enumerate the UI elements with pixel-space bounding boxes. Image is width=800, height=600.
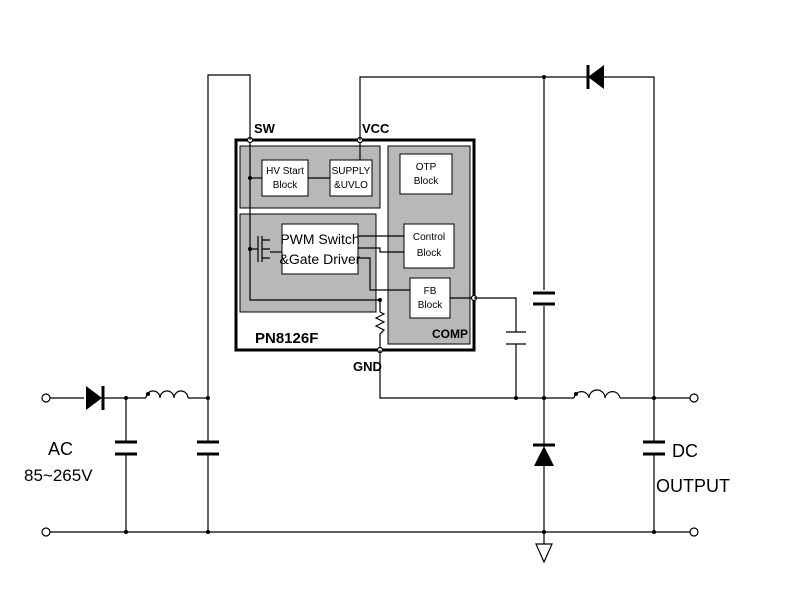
pwm-switch-block: PWM Switch &Gate Driver: [280, 223, 361, 275]
ac-label: AC: [48, 439, 73, 459]
input-capacitor-1: [115, 440, 137, 456]
vcc-capacitor: [533, 291, 555, 306]
vcc-diode: [586, 65, 604, 89]
ac-input-terminal-bottom: [41, 527, 51, 537]
supply-line1: SUPPLY: [332, 166, 371, 177]
otp-line1: OTP: [416, 162, 437, 173]
input-diode: [86, 386, 105, 410]
chip-name: PN8126F: [255, 330, 318, 347]
otp-line2: Block: [414, 176, 439, 187]
comp-pin-label: COMP: [432, 327, 468, 341]
output-label: OUTPUT: [656, 476, 730, 496]
hv-start-line2: Block: [273, 180, 298, 191]
supply-line2: &UVLO: [334, 180, 368, 191]
pwm-line2: &Gate Driver: [280, 251, 361, 267]
external-wiring: [46, 74, 694, 564]
ic-package: HV Start Block SUPPLY &UVLO OTP Block PW…: [234, 138, 476, 352]
freewheel-diode: [533, 443, 555, 466]
ac-range-label: 85~265V: [24, 466, 93, 485]
comp-capacitor: [506, 331, 526, 345]
dc-output-terminal-top: [689, 393, 699, 403]
hv-start-block: HV Start Block: [261, 159, 309, 197]
fb-block: FB Block: [409, 277, 451, 319]
fb-line1: FB: [424, 286, 437, 297]
gnd-pin-label: GND: [353, 359, 382, 374]
vcc-pin-label: VCC: [362, 121, 390, 136]
control-line2: Block: [417, 248, 442, 259]
input-capacitor-2: [197, 440, 219, 456]
input-inductor: [145, 390, 189, 399]
ac-input-terminal-top: [41, 393, 51, 403]
ic-internal-wiring: [248, 140, 474, 350]
sw-pin-label: SW: [254, 121, 276, 136]
pwm-line1: PWM Switch: [280, 231, 359, 247]
supply-uvlo-block: SUPPLY &UVLO: [329, 159, 373, 197]
fb-line2: Block: [418, 300, 443, 311]
dc-label: DC: [672, 441, 698, 461]
output-inductor: [573, 389, 621, 399]
control-block: Control Block: [403, 223, 455, 269]
control-line1: Control: [413, 232, 445, 243]
otp-block: OTP Block: [399, 153, 453, 195]
dc-output-terminal-bottom: [689, 527, 699, 537]
hv-start-line1: HV Start: [266, 166, 304, 177]
output-capacitor: [643, 440, 665, 456]
